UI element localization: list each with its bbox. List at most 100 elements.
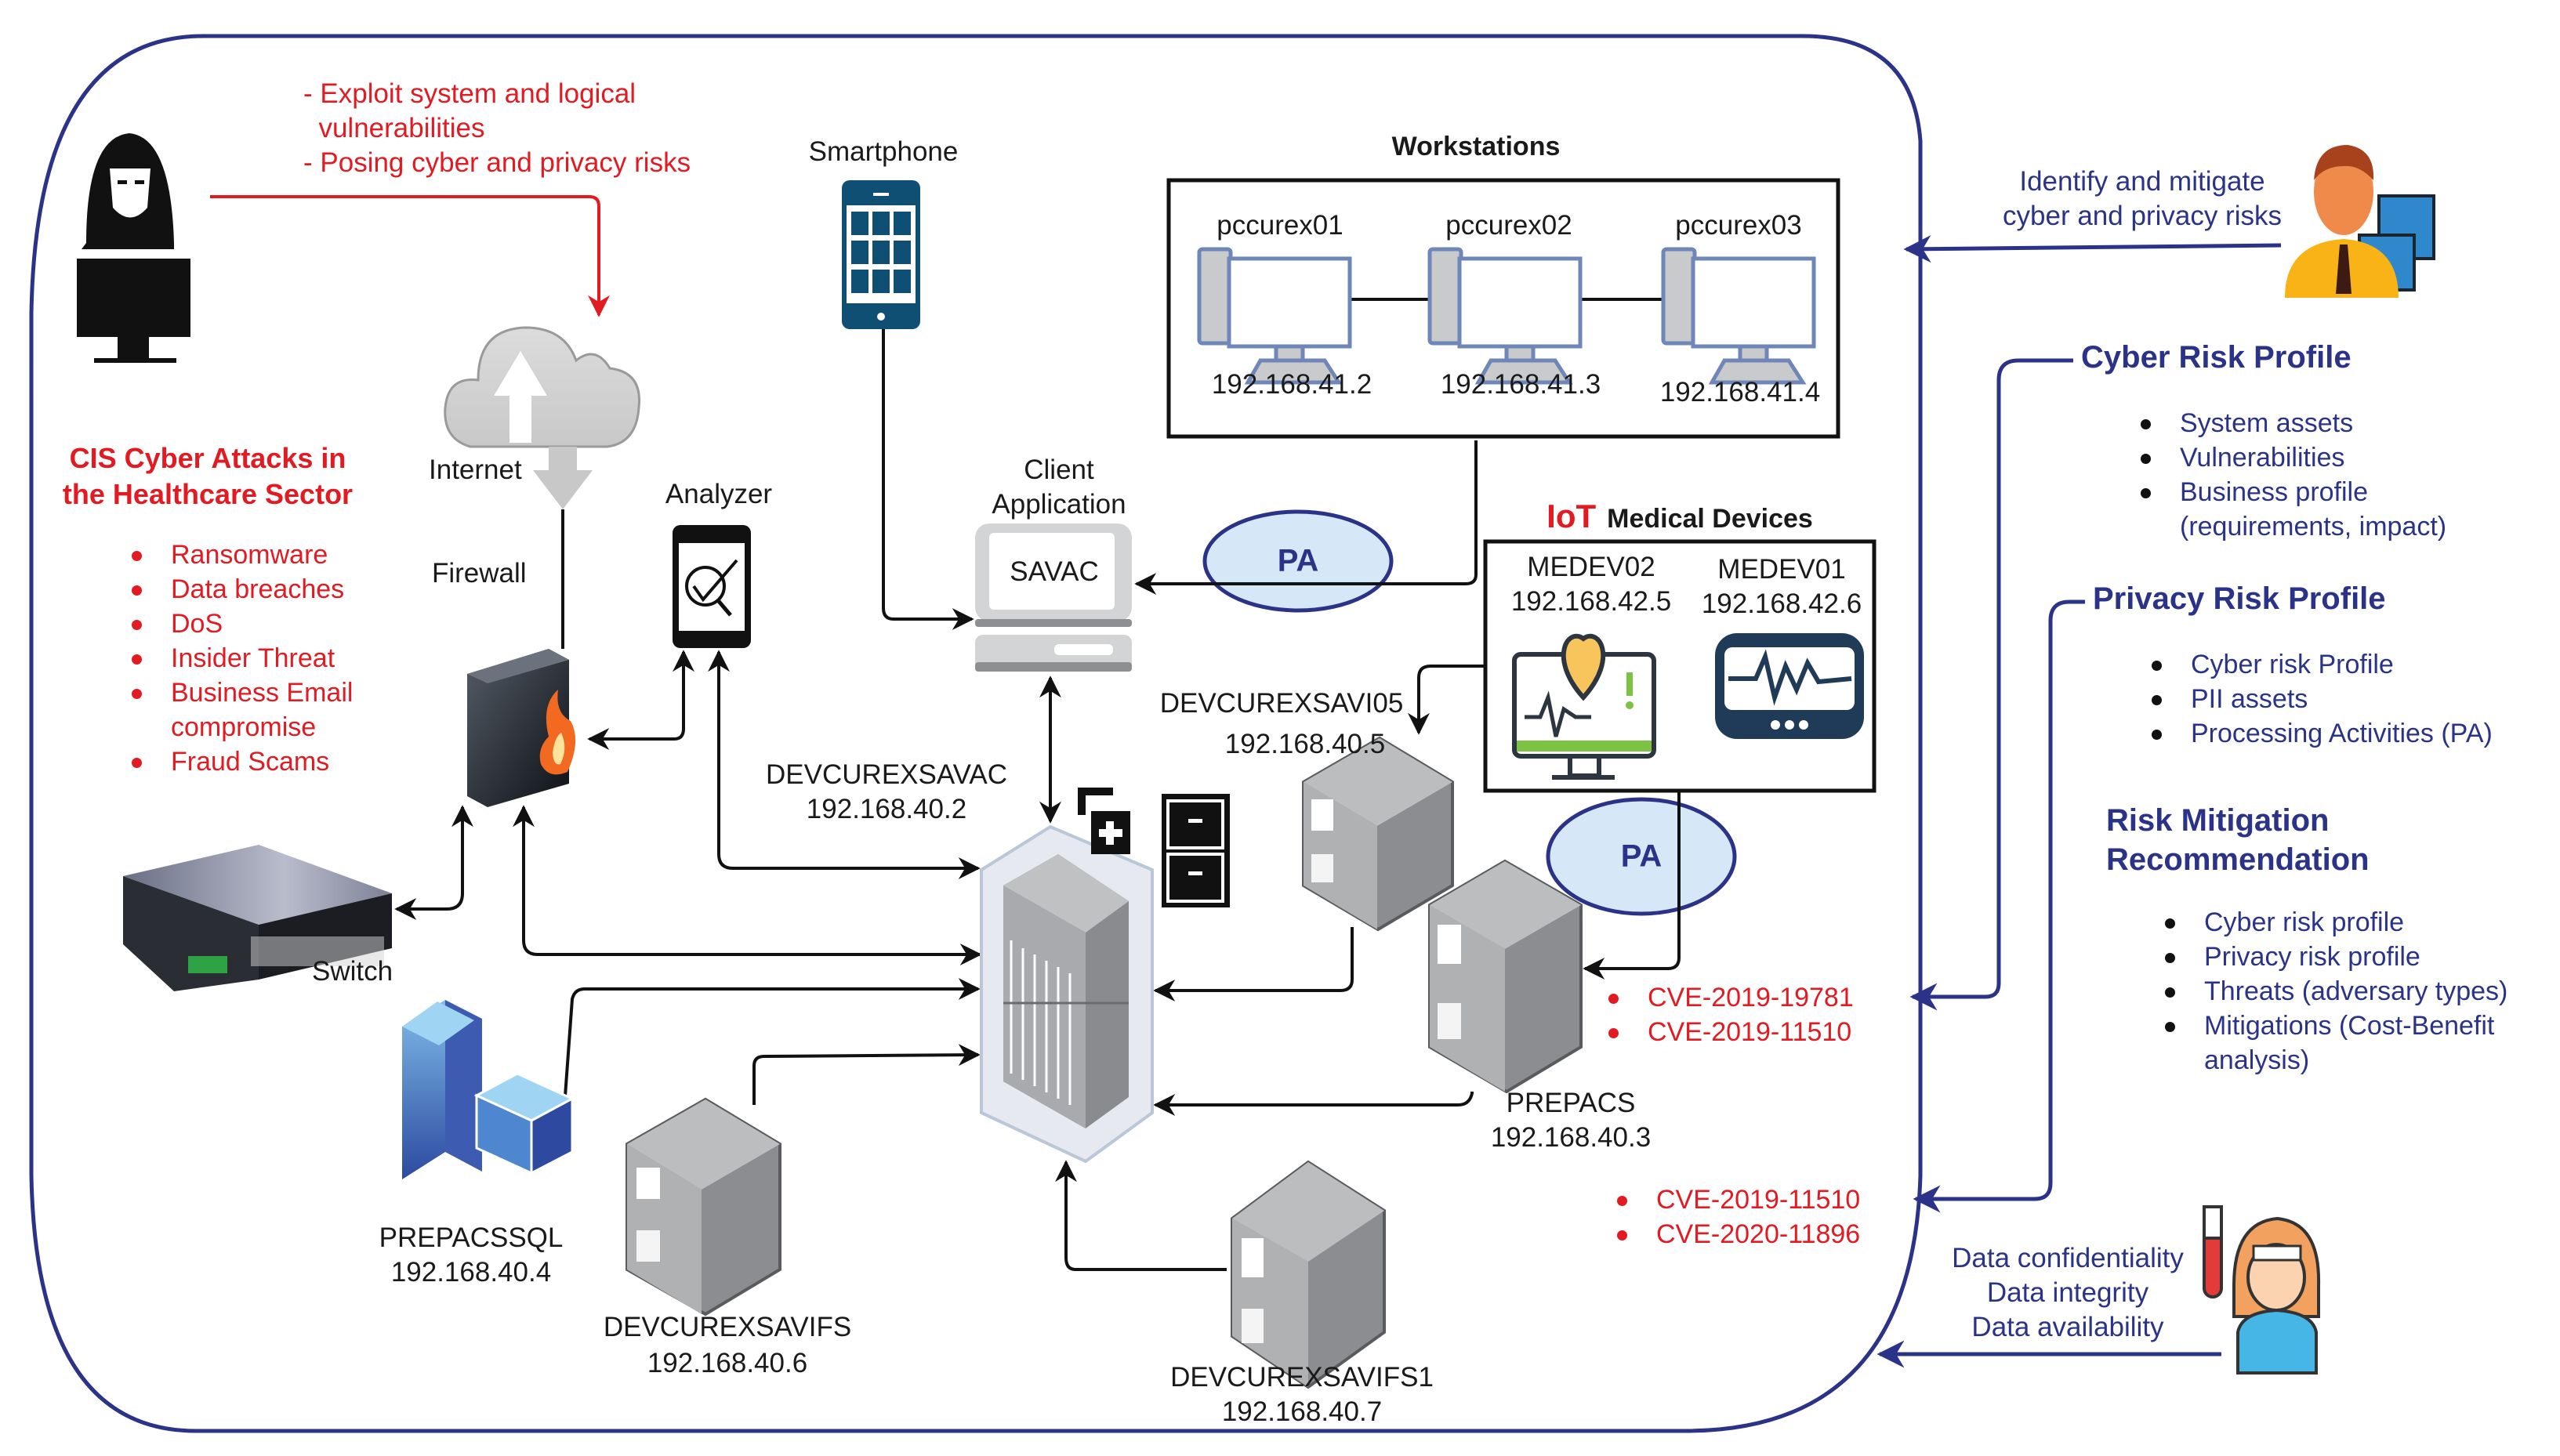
server-name: PREPACS <box>1506 1088 1636 1118</box>
vital-signs-monitor-icon <box>1715 633 1864 739</box>
medev02-label: MEDEV02 192.168.42.5 <box>1511 550 1671 619</box>
iot-prefix: IoT <box>1547 498 1597 534</box>
device-name: MEDEV02 <box>1527 552 1655 582</box>
workstations-title: Workstations <box>1391 132 1561 161</box>
mitigation-item: Mitigations (Cost-Benefit <box>2165 1009 2507 1043</box>
profile-item: Processing Activities (PA) <box>2152 716 2493 751</box>
client-application-computer-icon <box>975 523 1132 672</box>
prepacssql-label: PREPACSSQL 192.168.40.4 <box>379 1221 564 1290</box>
device-ip: 192.168.42.6 <box>1701 589 1862 619</box>
patient-line: Data availability <box>1971 1312 2164 1342</box>
server-ip: 192.168.40.7 <box>1221 1396 1383 1427</box>
mitigation-item: Threats (adversary types) <box>2165 974 2507 1009</box>
analyzer-device-icon <box>673 525 751 648</box>
savifs-label: DEVCUREXSAVIFS 192.168.40.6 <box>604 1309 851 1382</box>
iot-box <box>1483 539 1876 793</box>
workstation-name: pccurex02 <box>1445 210 1572 241</box>
cis-attacks-title: CIS Cyber Attacks in the Healthcare Secto… <box>63 440 353 512</box>
mitigation-item: Cyber risk profile <box>2165 905 2507 940</box>
iot-title-rest: Medical Devices <box>1607 504 1813 534</box>
network-switch-icon <box>123 845 392 991</box>
cis-attack-list: Ransomware Data breaches DoS Insider Thr… <box>132 538 353 779</box>
cis-title-line2: the Healthcare Sector <box>62 478 354 510</box>
profile-item-continuation: (requirements, impact) <box>2180 512 2447 541</box>
attack-item: DoS <box>132 607 353 641</box>
patient-line: Data confidentiality <box>1952 1243 2184 1273</box>
attacker-notes: - Exploit system and logical vulnerabili… <box>303 77 691 180</box>
server-name: DEVCUREXSAVI05 <box>1159 688 1404 719</box>
cve-item: CVE-2019-19781 <box>1608 980 1854 1015</box>
device-name: MEDEV01 <box>1717 554 1846 585</box>
profile-item: PII assets <box>2152 682 2493 716</box>
server-name: PREPACSSQL <box>379 1222 564 1253</box>
pa-label-2: PA <box>1620 838 1663 874</box>
cve-item: CVE-2019-11510 <box>1608 1015 1854 1049</box>
server-savifs-icon <box>625 1097 781 1317</box>
patient-caption: Data confidentiality Data integrity Data… <box>1952 1241 2184 1345</box>
pa-ellipse-2 <box>1546 797 1737 916</box>
heart-monitor-icon <box>1512 633 1656 780</box>
attacker-note-2: vulnerabilities <box>303 113 485 143</box>
switch-label: Switch <box>312 956 393 987</box>
workstation-ip: 192.168.41.3 <box>1440 369 1601 400</box>
analyst-line1: Identify and mitigate <box>2019 166 2265 197</box>
patient-line: Data integrity <box>1986 1277 2149 1308</box>
firewall-label: Firewall <box>432 558 527 589</box>
server-name: DEVCUREXSAVIFS <box>603 1312 852 1342</box>
cve-list-iot: CVE-2019-11510 CVE-2020-11896 <box>1617 1183 1860 1251</box>
savac-label: SAVAC <box>1010 556 1099 587</box>
workstation-icon-1 <box>1197 247 1352 385</box>
workstation-name: pccurex03 <box>1675 210 1802 241</box>
server-prepacs-icon <box>1428 859 1583 1094</box>
attack-item: Ransomware <box>132 538 353 572</box>
profile-item: Cyber risk Profile <box>2152 647 2493 682</box>
server-ip: 192.168.40.6 <box>647 1348 808 1378</box>
medical-records-icon <box>1078 788 1230 907</box>
internet-label: Internet <box>429 455 522 485</box>
server-name: DEVCUREXSAVIFS1 <box>1170 1362 1434 1393</box>
device-ip: 192.168.42.5 <box>1510 586 1672 617</box>
smartphone-label: Smartphone <box>808 136 959 167</box>
privacy-risk-profile-title: Privacy Risk Profile <box>2093 581 2386 616</box>
attack-item-continuation: compromise <box>171 712 317 742</box>
client-line1: Client <box>1024 455 1094 485</box>
server-ip: 192.168.40.3 <box>1490 1122 1652 1153</box>
workstation-icon-3 <box>1661 247 1816 385</box>
cve-list-prepacs: CVE-2019-19781 CVE-2019-11510 <box>1608 980 1854 1049</box>
workstation-ip: 192.168.41.4 <box>1659 377 1821 407</box>
server-ip: 192.168.40.4 <box>390 1257 552 1288</box>
profile-item: System assets <box>2141 406 2446 440</box>
client-line2: Application <box>992 489 1126 520</box>
profile-item: Business profile <box>2141 475 2446 509</box>
iot-title: IoT Medical Devices <box>1547 500 1813 533</box>
server-ip: 192.168.40.2 <box>806 794 967 824</box>
system-boundary <box>29 34 1923 1433</box>
prepacs-label: PREPACS 192.168.40.3 <box>1491 1086 1651 1155</box>
attack-arrow <box>210 195 610 317</box>
server-savi05-icon <box>1302 736 1454 932</box>
mitigation-title-line2: Recommendation <box>2106 842 2370 877</box>
patient-icon <box>2203 1205 2321 1375</box>
cyber-risk-profile-title: Cyber Risk Profile <box>2081 340 2352 375</box>
internet-cloud-icon <box>444 326 641 509</box>
mitigation-title-line1: Risk Mitigation <box>2106 803 2330 838</box>
privacy-risk-profile-list: Cyber risk Profile PII assets Processing… <box>2152 647 2493 751</box>
attacker-note-1: - Exploit system and logical <box>303 78 636 109</box>
cis-title-line1: CIS Cyber Attacks in <box>69 442 346 474</box>
server-savifs1-icon <box>1231 1160 1386 1389</box>
firewall-icon <box>467 649 576 807</box>
pa-label-1: PA <box>1277 543 1319 578</box>
attack-item: Business Email <box>132 675 353 710</box>
workstation-icon-2 <box>1427 247 1583 385</box>
smartphone-icon <box>842 180 920 329</box>
sql-database-server-icon <box>402 1000 575 1179</box>
attack-item: Insider Threat <box>132 641 353 675</box>
hacker-icon <box>77 133 190 363</box>
workstation-name: pccurex01 <box>1217 210 1343 241</box>
